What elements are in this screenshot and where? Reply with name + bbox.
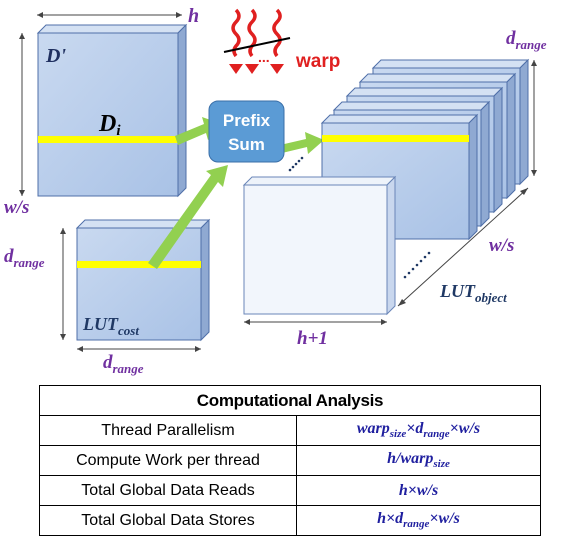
metric-cell: Total Global Data Stores: [39, 505, 297, 536]
svg-text:...: ...: [258, 49, 270, 65]
d-range-right-label: drange: [506, 28, 547, 52]
formula-cell: h/warpsize: [296, 445, 541, 476]
d-range-bottom-label: drange: [103, 352, 144, 376]
formula-cell: warpsize×drange×w/s: [296, 415, 541, 446]
lut-prefix-sum-diagram: h D' Di w/s drange LUTcost drange ... wa…: [4, 5, 547, 376]
metric-cell: Compute Work per thread: [39, 445, 297, 476]
d-prime-label: D': [45, 45, 66, 67]
lut-cost-label: LUTcost: [82, 314, 139, 338]
h-plus-1-label: h+1: [297, 328, 328, 349]
formula-cell: h×drange×w/s: [296, 505, 541, 536]
warp-label: warp: [295, 51, 340, 72]
d-i-label: Di: [98, 111, 121, 139]
w-s-left-label: w/s: [4, 197, 29, 218]
lut-object-label: LUTobject: [439, 281, 507, 305]
prefix-sum-label-line2: Sum: [228, 135, 265, 154]
h-label: h: [188, 5, 199, 27]
lut-object-stack: [242, 58, 530, 316]
lut-object-last-slice: [242, 175, 397, 316]
w-s-right-label: w/s: [489, 235, 514, 256]
arrow-prefix-to-lut-object: [280, 132, 324, 154]
metric-cell: Thread Parallelism: [39, 415, 297, 446]
formula-cell: h×w/s: [296, 475, 541, 506]
d-range-left-label: drange: [4, 246, 45, 270]
lut-cost-matrix: [75, 218, 211, 342]
metric-cell: Total Global Data Reads: [39, 475, 297, 506]
arrow-lut-to-prefix: [148, 165, 228, 269]
warp-arrowheads: [229, 64, 284, 74]
d-i-row-highlight: [38, 136, 178, 143]
prefix-sum-box: [208, 100, 285, 163]
table-title: Computational Analysis: [39, 385, 541, 416]
w-s-right-arrow: [397, 187, 529, 307]
warp-bar: [223, 37, 291, 53]
computational-analysis-table: Computational Analysis Thread Parallelis…: [39, 385, 541, 536]
lut-cost-row-highlight: [77, 261, 201, 268]
ellipsis-dots: [288, 156, 431, 279]
lut-object-row-highlight: [322, 135, 469, 142]
prefix-sum-label-line1: Prefix: [223, 111, 271, 130]
